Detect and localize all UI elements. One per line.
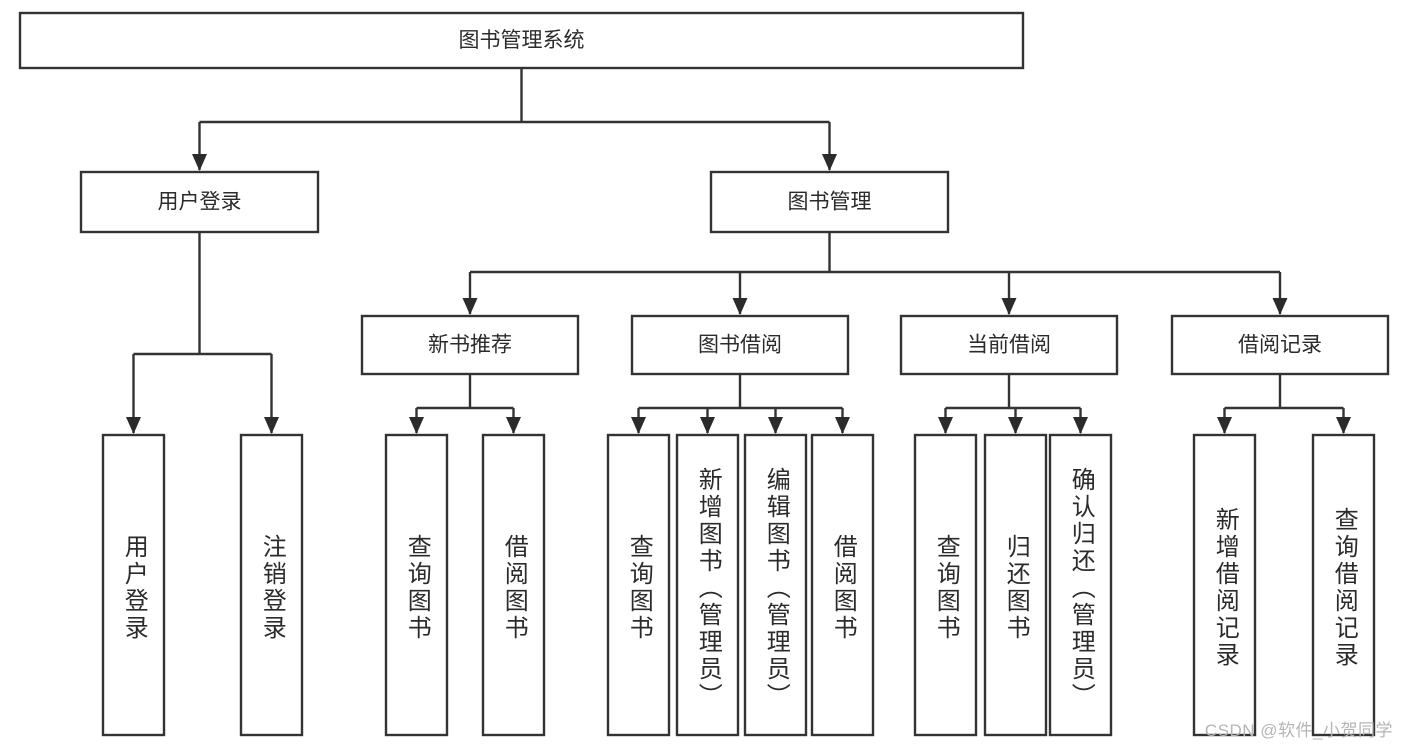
arrow-head-icon (409, 417, 424, 434)
arrow-head-icon (938, 417, 953, 434)
level2-node-box-0[interactable] (79, 170, 320, 234)
leaf-node-box-8[interactable] (913, 433, 978, 737)
arrow-head-icon (700, 417, 715, 434)
level3-node-box-3[interactable] (1170, 314, 1390, 376)
leaf-node-box-12[interactable] (1311, 433, 1376, 737)
level3-node-label-3: 借阅记录 (1238, 334, 1322, 357)
arrow-head-icon (822, 154, 837, 171)
leaf-node-box-5[interactable] (675, 433, 740, 737)
arrow-head-icon (835, 417, 850, 434)
node-box-layer (18, 11, 1390, 737)
arrow-head-icon (126, 417, 141, 434)
arrow-head-icon (1001, 298, 1017, 315)
leaf-node-box-0[interactable] (101, 433, 166, 737)
arrow-head-icon (631, 417, 646, 434)
arrow-head-icon (462, 298, 478, 315)
arrow-head-icon (264, 417, 279, 434)
level3-node-label-2: 当前借阅 (967, 334, 1051, 357)
level2-node-label-1: 图书管理 (788, 191, 872, 214)
leaf-node-box-11[interactable] (1192, 433, 1257, 737)
leaf-node-box-2[interactable] (384, 433, 449, 737)
level2-node-box-1[interactable] (709, 170, 950, 234)
level3-node-box-1[interactable] (630, 314, 850, 376)
arrow-head-icon (1336, 417, 1351, 434)
arrow-head-icon (506, 417, 521, 434)
arrow-head-icon (1008, 417, 1023, 434)
level3-node-box-2[interactable] (899, 314, 1119, 376)
leaf-node-box-4[interactable] (606, 433, 671, 737)
arrow-head-icon (732, 298, 748, 315)
root-node-box[interactable] (18, 11, 1025, 70)
level3-node-label-1: 图书借阅 (698, 334, 782, 357)
watermark: CSDN @软件_小贺同学 (1204, 721, 1393, 740)
arrow-head-icon (768, 417, 783, 434)
leaf-node-box-9[interactable] (983, 433, 1048, 737)
leaf-node-box-6[interactable] (743, 433, 808, 737)
level2-node-label-0: 用户登录 (158, 191, 242, 214)
leaf-node-box-3[interactable] (481, 433, 546, 737)
level3-node-box-0[interactable] (360, 314, 580, 376)
arrow-head-icon (192, 154, 207, 171)
root-node-label: 图书管理系统 (459, 29, 585, 52)
arrow-head-icon (1217, 417, 1232, 434)
arrow-head-icon (1272, 298, 1288, 315)
arrow-head-icon (1073, 417, 1088, 434)
level3-node-label-0: 新书推荐 (428, 334, 512, 357)
leaf-node-box-1[interactable] (239, 433, 304, 737)
leaf-node-box-10[interactable] (1048, 433, 1113, 737)
leaf-node-box-7[interactable] (810, 433, 875, 737)
connector-layer (126, 68, 1351, 434)
